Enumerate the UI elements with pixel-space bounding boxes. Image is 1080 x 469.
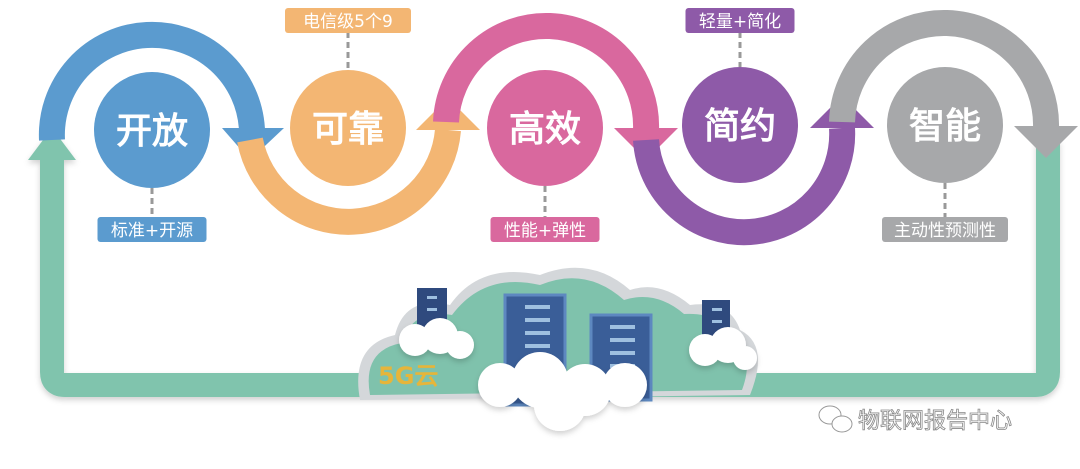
arc-open bbox=[38, 21, 265, 141]
tag-text: 主动性预测性 bbox=[894, 221, 996, 241]
watermark-text: 物联网报告中心 bbox=[858, 409, 1012, 434]
arc-efficient bbox=[433, 13, 660, 131]
arc-simple bbox=[633, 127, 856, 246]
arc-smart-arrowhead bbox=[1014, 126, 1078, 158]
cloud-label: 5G云 bbox=[378, 362, 438, 390]
node-title: 可靠 bbox=[312, 109, 384, 150]
tag-box bbox=[685, 8, 795, 33]
tag-text: 性能+弹性 bbox=[504, 221, 586, 241]
arc-smart bbox=[829, 9, 1060, 129]
white-clouds bbox=[399, 318, 757, 431]
node-reliable: 可靠 电信级5个9 bbox=[285, 8, 411, 186]
node-title: 智能 bbox=[909, 106, 981, 147]
tag-text: 轻量+简化 bbox=[699, 12, 781, 32]
tag-box bbox=[490, 217, 600, 242]
node-title: 简约 bbox=[704, 106, 776, 147]
node-title: 高效 bbox=[509, 109, 581, 150]
tag-box bbox=[285, 8, 411, 33]
tag-text: 标准+开源 bbox=[111, 221, 193, 241]
watermark: 物联网报告中心 bbox=[818, 405, 1012, 434]
tag-box bbox=[882, 217, 1008, 242]
node-title: 开放 bbox=[116, 111, 188, 152]
arc-reliable bbox=[237, 128, 461, 235]
flow-arcs bbox=[38, 9, 1078, 246]
loop-arrowhead bbox=[28, 128, 76, 160]
node-circle bbox=[487, 70, 603, 186]
node-circle bbox=[887, 67, 1003, 183]
node-circle bbox=[94, 72, 210, 188]
cloud-illustration: 5G云 bbox=[358, 267, 758, 431]
node-circle bbox=[682, 67, 798, 183]
tag-text: 电信级5个9 bbox=[303, 12, 393, 32]
wechat-icon bbox=[818, 405, 853, 433]
tag-box bbox=[97, 217, 207, 242]
node-simple: 简约 轻量+简化 bbox=[682, 8, 798, 183]
node-circle bbox=[290, 70, 406, 186]
